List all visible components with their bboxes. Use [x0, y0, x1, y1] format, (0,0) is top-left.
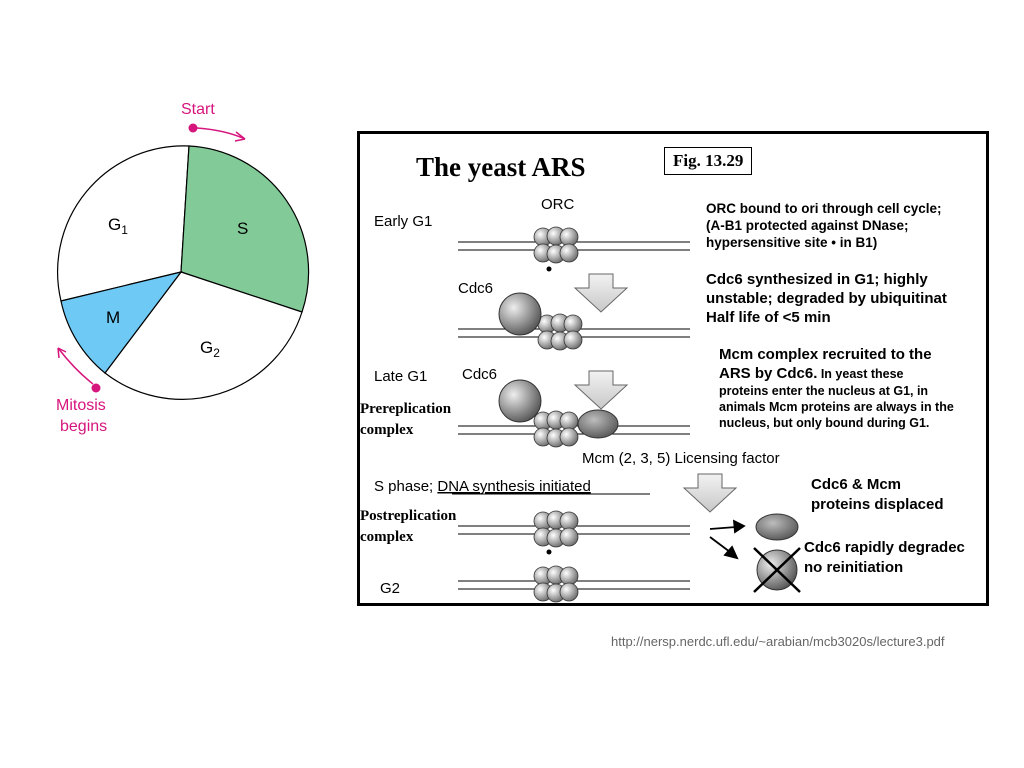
note-cdc6-synthesized: Cdc6 synthesized in G1; highly unstable;…	[706, 271, 947, 326]
stage-prereplication-2: complex	[360, 422, 414, 438]
orc-label: ORC	[541, 196, 575, 213]
phase-g2-label: G2	[200, 338, 220, 360]
start-dot-icon	[188, 123, 198, 133]
figure-title: The yeast ARS	[416, 152, 586, 182]
note-degraded: Cdc6 rapidly degradec no reinitiation	[804, 539, 965, 576]
cell-cycle-diagram: G1 S G2 M Start Mitosis begins	[56, 101, 310, 435]
note-mcm-recruited: Mcm complex recruited to the ARS by Cdc6…	[719, 345, 986, 431]
figure-number-label: Fig. 13.29	[664, 147, 753, 175]
mitosis-arrow-icon	[57, 347, 94, 385]
stage-prereplication: Prereplication	[360, 401, 452, 417]
cdc6-label-2: Cdc6	[462, 366, 497, 383]
hypersensitive-site-dot	[546, 266, 552, 272]
displacement-arrows-icon	[709, 519, 746, 560]
orc-complex-cdc6	[537, 313, 583, 351]
cdc6-protein-2	[498, 379, 542, 423]
mitosis-dot-icon	[91, 383, 101, 393]
phase-m-label: M	[106, 308, 120, 327]
orc-complex-late-g1	[533, 410, 579, 448]
mcm-displaced-oval	[755, 513, 799, 541]
postreplication-dot	[546, 549, 552, 555]
orc-complex-early-g1	[533, 226, 579, 264]
stage-late-g1: Late G1	[374, 368, 427, 385]
note-mcm-small1: In yeast these	[817, 367, 904, 381]
note-mcm-head: Mcm complex recruited to the	[719, 346, 932, 363]
phase-m-sector	[60, 271, 183, 374]
orc-complex-g2	[533, 565, 579, 603]
phase-g2-sector	[104, 271, 303, 400]
down-arrow-icon	[574, 273, 628, 313]
mcm-protein-oval	[577, 409, 619, 439]
source-url: http://nersp.nerdc.ufl.edu/~arabian/mcb3…	[611, 634, 945, 649]
stage-postreplication-2: complex	[360, 529, 414, 545]
degraded-cross-icon	[753, 547, 801, 593]
yeast-ars-figure: The yeast ARS	[357, 131, 989, 606]
stage-early-g1: Early G1	[374, 213, 432, 230]
start-label: Start	[181, 101, 215, 118]
start-arrow-icon	[196, 127, 246, 140]
phase-s-label: S	[237, 219, 248, 238]
cdc6-protein-1	[498, 292, 542, 336]
stage-postreplication: Postreplication	[360, 508, 457, 524]
down-arrow-icon	[574, 370, 628, 410]
mcm-licensing-label: Mcm (2, 3, 5) Licensing factor	[582, 450, 780, 467]
mitosis-label-2: begins	[60, 418, 107, 435]
cdc6-label-1: Cdc6	[458, 280, 493, 297]
note-mcm-small2: proteins enter the nucleus at G1, in ani…	[719, 384, 954, 430]
note-displaced: Cdc6 & Mcm proteins displaced	[811, 476, 944, 513]
down-arrow-icon	[683, 473, 737, 513]
stage-s-phase: S phase; DNA synthesis initiated	[374, 478, 591, 495]
phase-g1-label: G1	[108, 215, 128, 237]
mitosis-label: Mitosis	[56, 397, 106, 414]
orc-complex-postreplication	[533, 510, 579, 548]
note-mcm-line2: ARS by Cdc6.	[719, 365, 818, 382]
phase-g1-sector	[56, 145, 190, 302]
note-orc-bound: ORC bound to ori through cell cycle; (A-…	[706, 201, 942, 250]
stage-g2: G2	[380, 580, 400, 597]
phase-s-sector	[180, 145, 310, 313]
